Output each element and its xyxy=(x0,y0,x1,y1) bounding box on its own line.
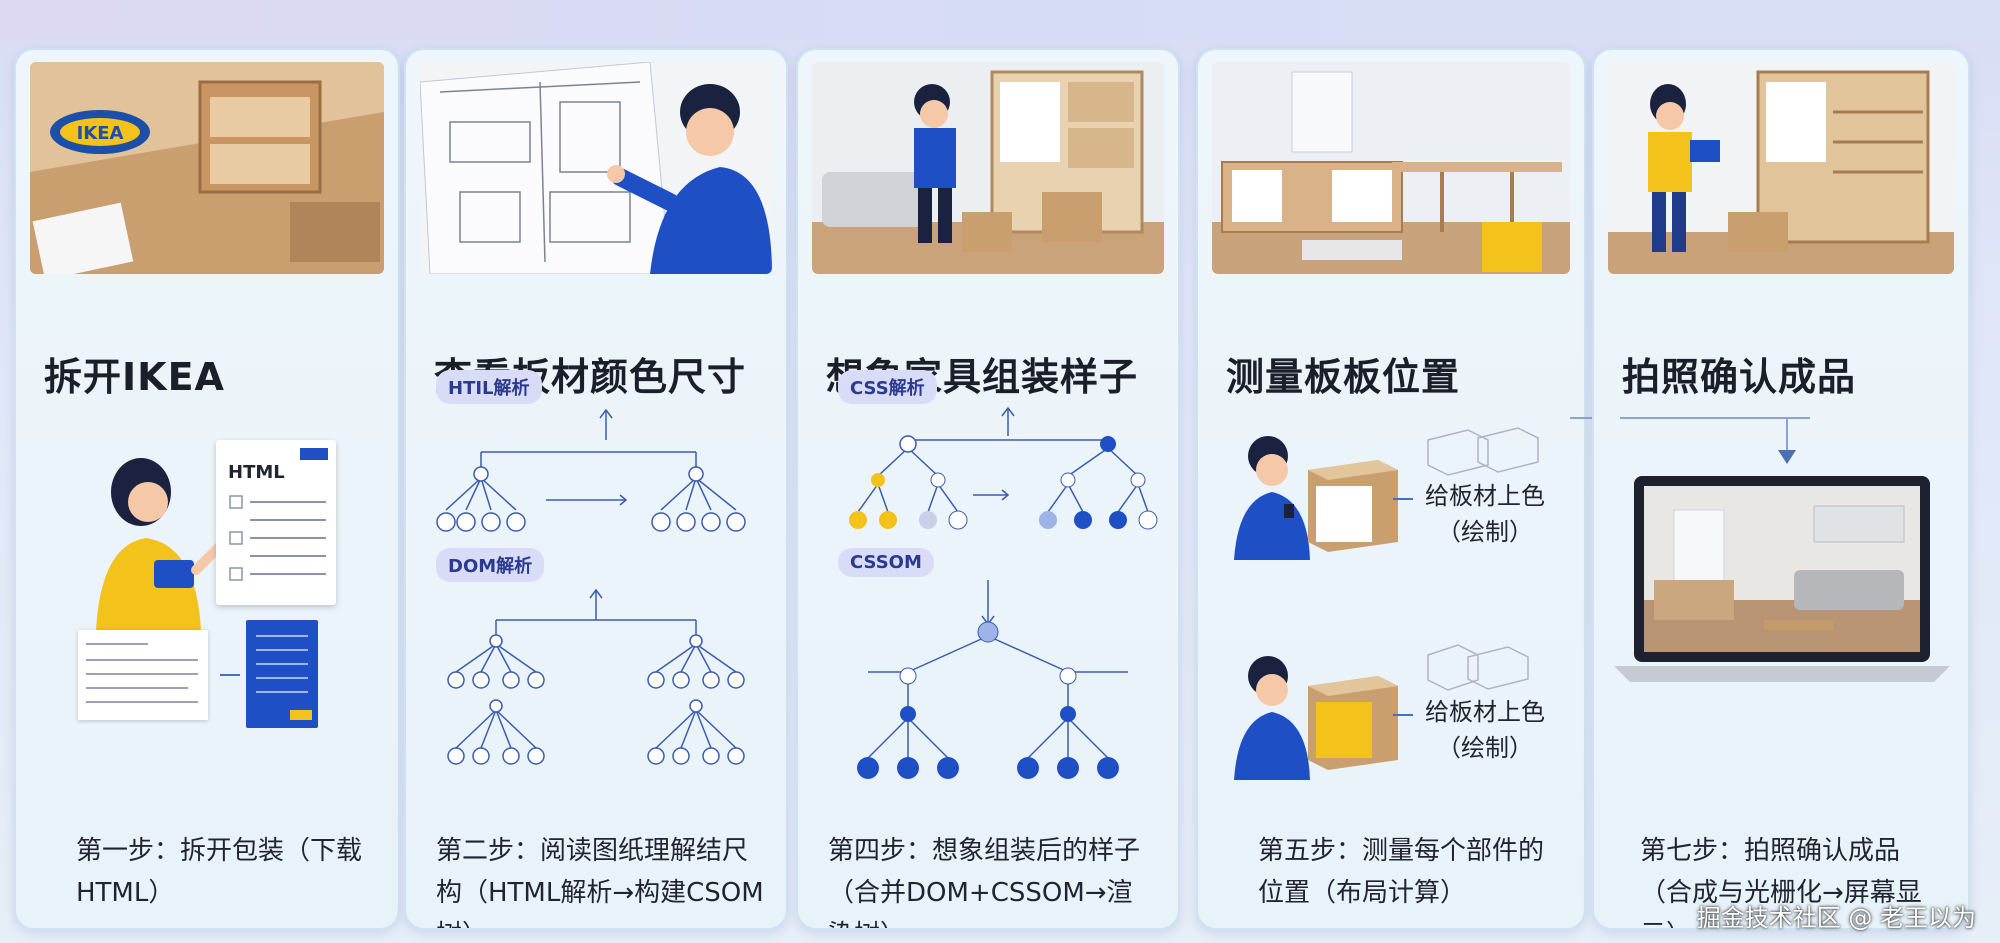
laptop-screen xyxy=(1614,476,1950,682)
panel-imagine-assembly: 想象家具组装样子 CSS解析 CSSOM xyxy=(796,48,1180,930)
arrow-down-icon xyxy=(1778,450,1796,464)
cssom-pill: CSSOM xyxy=(838,548,934,577)
dom-tree-diagram xyxy=(447,588,745,765)
step-caption: 第七步：拍照确认成品（合成与光栅化→屏幕显示） xyxy=(1640,836,1922,928)
person-measuring-icon xyxy=(1234,436,1398,560)
photo-desk-shelf xyxy=(1212,62,1570,274)
wireframe-boxes-icon-2 xyxy=(1427,644,1529,691)
css-tree-diagram xyxy=(849,406,1158,530)
arrow-right-icon xyxy=(1393,498,1413,500)
download-page-card xyxy=(78,630,208,720)
html-parse-pill: HTIL解析 xyxy=(436,370,542,404)
step-caption: 第四步：想象组装后的样子（合并DOM+CSSOM→渲染树） xyxy=(828,836,1141,928)
paint-label-1: 给板材上色（绘制） xyxy=(1425,482,1545,546)
panel-unpack: IKEA 拆开IKEA HTML xyxy=(14,48,400,930)
person-measuring-icon-2 xyxy=(1234,656,1398,780)
panel-photo-confirm: 拍照确认成品 第七步：拍照确认成品（合成与光栅化→屏幕显示） xyxy=(1592,48,1970,930)
render-tree-diagram xyxy=(857,580,1128,779)
step-caption: 第二步：阅读图纸理解结尺构（HTML解析→构建CSOM树） xyxy=(436,836,764,928)
panel-title: 拆开IKEA xyxy=(44,355,225,399)
photo-blueprint xyxy=(420,62,772,274)
doc-badge-icon xyxy=(300,448,328,460)
top-strip xyxy=(0,0,2000,40)
panel-measure-layout: 测量板板位置 给板材上色（绘制） 给板材上色（绘制） 第五步：测量每个部件的位置… xyxy=(1196,48,1586,930)
html-doc-label: HTML xyxy=(228,462,285,483)
arrow-right-icon-2 xyxy=(1393,714,1413,716)
css-parse-pill: CSS解析 xyxy=(838,370,937,404)
step-caption: 第五步：测量每个部件的位置（布局计算） xyxy=(1258,836,1545,908)
step-caption: 第一步：拆开包装（下载HTML） xyxy=(76,836,363,908)
paint-label-2: 给板材上色（绘制） xyxy=(1425,698,1545,762)
arrow-right-icon xyxy=(220,674,240,676)
photo-assembled-room xyxy=(812,62,1164,274)
blue-book-icon xyxy=(246,620,318,728)
photo-finished-shelf xyxy=(1608,62,1954,274)
panel-read-blueprint: 查看板材颜色尺寸 HTIL解析 DOM解析 xyxy=(404,48,788,930)
connector-line-2 xyxy=(1620,417,1810,419)
panel-title: 测量板板位置 xyxy=(1226,355,1461,399)
person-reading-icon xyxy=(96,458,231,630)
panel-title: 拍照确认成品 xyxy=(1622,355,1857,399)
watermark: 掘金技术社区 @ 老王以为 xyxy=(1696,904,1976,932)
connector-line-3 xyxy=(1786,417,1788,457)
html-document: HTML xyxy=(216,440,336,605)
svg-text:IKEA: IKEA xyxy=(77,123,124,144)
wireframe-boxes-icon xyxy=(1427,427,1539,476)
dom-parse-pill: DOM解析 xyxy=(436,548,545,582)
photo-ikea-box: IKEA xyxy=(30,62,384,274)
html-tree-diagram xyxy=(436,408,746,532)
